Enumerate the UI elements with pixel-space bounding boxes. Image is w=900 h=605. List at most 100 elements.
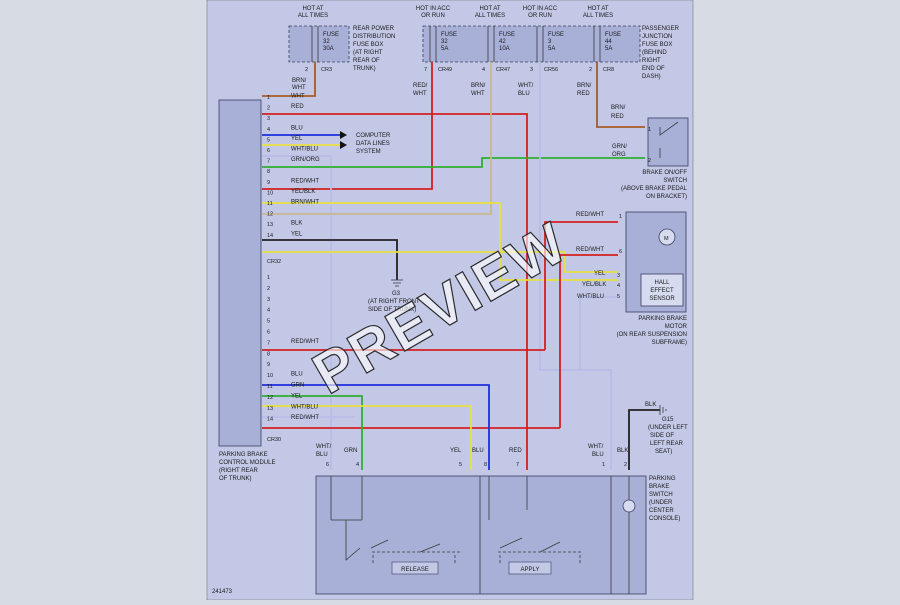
connector-b-pin-7: 7 <box>267 340 270 346</box>
connector-a-pin-9: 9 <box>267 180 270 186</box>
connector-a-pin-7: 7 <box>267 159 270 165</box>
motor-symbol: M <box>664 236 669 242</box>
switch-pin-8-color: BLU <box>472 448 484 454</box>
brake-switch-wire2-line1: GRN/ <box>612 144 627 150</box>
fuse-2-line3: 5A <box>441 46 448 52</box>
parking-brake-switch: RELEASE APPLY <box>315 475 647 595</box>
connector-a-pin-10: 10 <box>267 190 273 196</box>
wire-wht-blu-pin6 <box>262 155 332 470</box>
switch-pin-1-color1: WHT/ <box>588 444 604 450</box>
connector-b-pin-12-color: YEL <box>291 393 303 399</box>
hall-sensor-box <box>640 273 684 307</box>
fuse-wire-3-line2: WHT <box>471 91 485 97</box>
switch-pin-labels: WHT/ BLU 6 GRN 4 YEL 5 BLU 8 RED 7 WHT/ … <box>316 444 628 468</box>
fuse-1-element <box>311 26 319 62</box>
connector-a-pin-5: 5 <box>267 137 270 143</box>
motor-wire-3: YEL <box>594 271 606 277</box>
power-label-4-line1: HOT IN ACC <box>523 6 558 12</box>
power-label-1-line1: HOT AT <box>302 6 323 12</box>
switch-pin-2: 2 <box>624 462 627 468</box>
wire-yel-blk <box>262 202 618 281</box>
connector-a-pin-9-color: RED/WHT <box>291 178 319 184</box>
hall-sensor-line3: SENSOR <box>649 296 675 302</box>
wire-red-wht-motor6 <box>559 254 618 428</box>
brake-switch-wire1-line2: RED <box>611 114 624 120</box>
rear-fuse-box-line6: TRUNK) <box>353 66 376 72</box>
module-label-line4: OF TRUNK) <box>219 476 252 482</box>
rear-fuse-box-label: REAR POWER DISTRIBUTION FUSE BOX (AT RIG… <box>353 26 395 72</box>
fuse-5-line3: 5A <box>605 46 612 52</box>
connector-a-pin-2: 2 <box>267 106 270 112</box>
ground-g3-line2: SIDE OF TRUNK) <box>368 307 416 313</box>
fuses: FUSE 32 30A FUSE 32 5A FUSE 42 10A FUSE … <box>311 26 621 62</box>
rear-fuse-box <box>288 25 350 63</box>
wire-brn-wht-fuse3 <box>262 62 492 215</box>
motor-icon <box>658 228 676 246</box>
wire-red-main <box>262 113 528 470</box>
parking-switch-label: PARKING BRAKE SWITCH (UNDER CENTER CONSO… <box>649 476 680 522</box>
switch-pin-6-color2: BLU <box>316 452 328 458</box>
apply-contacts <box>488 476 630 594</box>
motor-pin-4: 4 <box>617 283 620 289</box>
switch-contact-icon <box>659 121 679 158</box>
connector-b-pin-14-color: RED/WHT <box>291 415 319 421</box>
ground-g15: BLK G15 (UNDER LEFT SIDE OF LEFT REAR SE… <box>645 402 688 455</box>
ground-g3-icon <box>391 279 403 287</box>
connector-b-pin-13-color: WHT/BLU <box>291 404 318 410</box>
fuse-5-line2: 44 <box>605 39 612 45</box>
figure-number: 241473 <box>212 589 233 595</box>
connector-b-pin-8: 8 <box>267 351 270 357</box>
connector-a-pin-1: 1 <box>267 95 270 101</box>
switch-pin-7-color: RED <box>509 448 522 454</box>
brake-switch-label-1: BRAKE ON/OFF <box>642 170 687 176</box>
brake-switch-label-2: SWITCH <box>663 178 687 184</box>
power-label-1-line2: ALL TIMES <box>298 13 328 19</box>
fuse-4-line2: 3 <box>548 39 552 45</box>
hall-sensor-line1: HALL <box>654 280 670 286</box>
connector-a-pin-3: 3 <box>267 116 270 122</box>
apply-label-box <box>508 561 552 575</box>
fuse-conn-5-pin: 2 <box>589 67 592 73</box>
fuse-wire-4-line1: WHT/ <box>518 83 534 89</box>
junction-box-line3: FUSE BOX <box>642 42 672 48</box>
junction-box-line6: END OF <box>642 66 665 72</box>
switch-pin-2-color: BLK <box>617 448 628 454</box>
wire-grn-cr30-11 <box>262 395 363 470</box>
motor-label-4: SUBFRAME) <box>652 340 687 346</box>
junction-box-line7: DASH) <box>642 74 661 80</box>
fuse-2-element <box>429 26 437 62</box>
junction-box-line1: PASSENGER <box>642 26 680 32</box>
connector-a-pin-1-color: WHT <box>291 94 305 100</box>
connector-a-pin-6: 6 <box>267 148 270 154</box>
fuse-conn-4-pin: 3 <box>530 67 533 73</box>
wire-red-wht-fuse2 <box>262 62 433 190</box>
data-link-line1: COMPUTER <box>356 133 391 139</box>
fuse-conn-1-pin: 2 <box>305 67 308 73</box>
connector-a-pin-11: 11 <box>267 201 273 207</box>
connector-a-pin-14-color: YEL <box>291 231 303 237</box>
switch-pin-4: 4 <box>356 462 359 468</box>
fuse-conn-3-pin: 4 <box>482 67 485 73</box>
connector-a-pin-13: 13 <box>267 222 273 228</box>
fuse-3-line2: 42 <box>499 39 506 45</box>
fuse-3-line3: 10A <box>499 46 510 52</box>
fuse-wire-1-line1: BRN/ <box>292 78 307 84</box>
ground-g15-line1: (UNDER LEFT <box>648 425 688 431</box>
power-label-2-line1: HOT IN ACC <box>416 6 451 12</box>
switch-pin-5-color: YEL <box>450 448 462 454</box>
junction-box-line5: RIGHT <box>642 58 661 64</box>
rear-fuse-box-line4: (AT RIGHT <box>353 50 383 56</box>
brake-switch-wire1-line1: BRN/ <box>611 105 626 111</box>
fuse-wire-3-line1: BRN/ <box>471 83 486 89</box>
fuse-1-line3: 30A <box>323 46 334 52</box>
power-label-5-line1: HOT AT <box>587 6 608 12</box>
motor-wire-6: RED/WHT <box>576 247 604 253</box>
fuse-wire-5-line2: RED <box>577 91 590 97</box>
module-label-line2: CONTROL MODULE <box>219 460 275 466</box>
power-label-4-line2: OR RUN <box>528 13 552 19</box>
switch-pin-4-color: GRN <box>344 448 357 454</box>
module-label-line1: PARKING BRAKE <box>219 452 268 458</box>
junction-box-label: PASSENGER JUNCTION FUSE BOX (BEHIND RIGH… <box>642 26 680 80</box>
